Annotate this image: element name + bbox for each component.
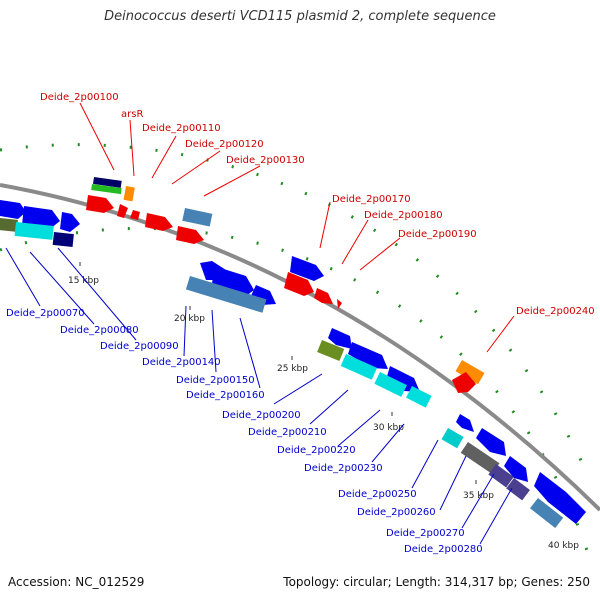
gene-arrow — [284, 272, 314, 296]
reverse-genes — [0, 217, 586, 528]
gene-arrow — [117, 204, 128, 218]
gene-arrow — [328, 328, 352, 349]
gene-label-deide-2p00090: Deide_2p00090 — [100, 341, 179, 352]
gene-block — [455, 359, 485, 385]
gene-arrow — [145, 213, 173, 231]
gene-arrow — [86, 195, 114, 213]
map-title: Deinococcus deserti VCD115 plasmid 2, co… — [104, 9, 496, 24]
gene-block — [441, 428, 464, 449]
gene-block — [317, 340, 345, 362]
gene-block — [340, 353, 378, 380]
gene-label-deide-2p00080: Deide_2p00080 — [60, 325, 139, 336]
gene-block — [91, 184, 122, 195]
gene-label-deide-2p00150: Deide_2p00150 — [176, 375, 255, 386]
gene-block — [374, 372, 407, 397]
gene-label-deide-2p00190: Deide_2p00190 — [398, 229, 477, 240]
gene-arrow — [386, 366, 420, 392]
gene-label-deide-2p00210: Deide_2p00210 — [248, 427, 327, 438]
forward-label-group: Deide_2p00100 arsR Deide_2p00110 Deide_2… — [40, 92, 595, 317]
gene-block — [185, 275, 267, 313]
gene-label-deide-2p00230: Deide_2p00230 — [304, 463, 383, 474]
gene-arrow — [0, 200, 26, 219]
gene-label-deide-2p00130: Deide_2p00130 — [226, 155, 305, 166]
scale-label: 25 kbp — [277, 364, 308, 374]
gene-block — [123, 185, 135, 202]
gene-label-deide-2p00100: Deide_2p00100 — [40, 92, 119, 103]
gene-arrow — [456, 414, 474, 432]
gene-label-deide-2p00120: Deide_2p00120 — [185, 139, 264, 150]
gene-arrow — [212, 266, 254, 296]
scale-label: 40 kbp — [548, 541, 579, 551]
accession-text: Accession: NC_012529 — [8, 575, 145, 589]
gene-arrow — [176, 226, 204, 244]
gene-arrow — [348, 342, 388, 369]
gene-block — [93, 177, 122, 188]
gene-block — [529, 498, 564, 528]
forward-genes — [0, 177, 485, 393]
gene-label-deide-2p00270: Deide_2p00270 — [386, 528, 465, 539]
gene-arrow — [452, 372, 476, 393]
reverse-label-group: Deide_2p00070 Deide_2p00080 Deide_2p0009… — [6, 308, 483, 555]
gene-label-arsr: arsR — [121, 109, 143, 120]
scale-label: 35 kbp — [463, 491, 494, 501]
gene-label-deide-2p00160: Deide_2p00160 — [186, 390, 265, 401]
gene-block — [460, 442, 500, 475]
gene-block — [0, 217, 18, 232]
scale-label: 15 kbp — [68, 276, 99, 286]
gene-label-deide-2p00180: Deide_2p00180 — [364, 210, 443, 221]
gene-arrow — [290, 256, 324, 281]
gene-arrow — [337, 299, 342, 309]
gene-arrow — [534, 472, 586, 524]
scale-label: 30 kbp — [373, 423, 404, 433]
gene-block — [488, 464, 514, 488]
gene-label-deide-2p00220: Deide_2p00220 — [277, 445, 356, 456]
gene-label-deide-2p00140: Deide_2p00140 — [142, 357, 221, 368]
reverse-leaders — [5, 247, 513, 545]
gene-arrow — [130, 210, 140, 220]
gene-block — [52, 232, 74, 248]
gene-arrow — [476, 428, 506, 456]
gene-label-deide-2p00250: Deide_2p00250 — [338, 489, 417, 500]
gene-block — [406, 386, 432, 408]
gene-block — [506, 478, 530, 501]
gene-label-deide-2p00240: Deide_2p00240 — [516, 306, 595, 317]
gene-label-deide-2p00260: Deide_2p00260 — [357, 507, 436, 518]
gene-block — [182, 207, 213, 227]
forward-leaders — [79, 102, 515, 353]
gene-arrow — [504, 456, 528, 482]
gene-arrow — [22, 206, 60, 229]
gene-label-deide-2p00110: Deide_2p00110 — [142, 123, 221, 134]
gene-arrow — [60, 212, 80, 232]
gene-label-deide-2p00200: Deide_2p00200 — [222, 410, 301, 421]
gene-label-deide-2p00170: Deide_2p00170 — [332, 194, 411, 205]
gene-label-deide-2p00070: Deide_2p00070 — [6, 308, 85, 319]
gene-arrow — [314, 288, 333, 304]
gene-block — [14, 221, 54, 240]
scale-label: 20 kbp — [174, 314, 205, 324]
topology-summary: Topology: circular; Length: 314,317 bp; … — [283, 575, 590, 589]
scale-ticks — [79, 262, 477, 484]
gene-label-deide-2p00280: Deide_2p00280 — [404, 544, 483, 555]
scale-labels: 15 kbp 20 kbp 25 kbp 30 kbp 35 kbp 40 kb… — [68, 276, 579, 551]
